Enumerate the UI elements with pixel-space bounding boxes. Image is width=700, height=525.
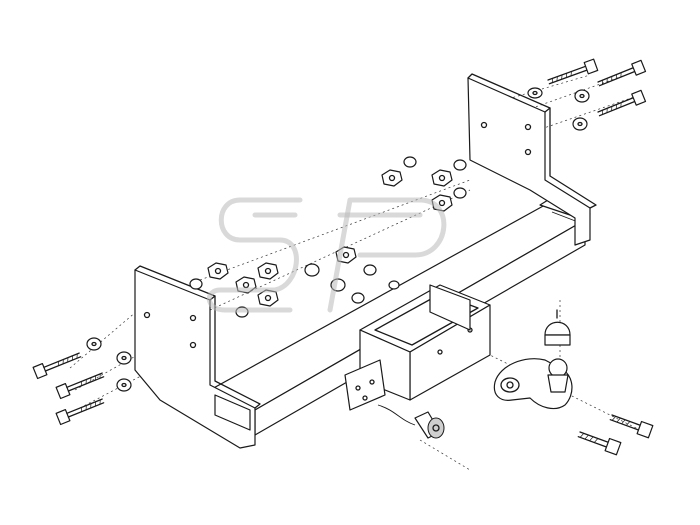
washer-icon: [86, 337, 102, 351]
electrical-socket-icon: [377, 404, 445, 439]
nut-icon: [431, 169, 453, 187]
washer-icon: [453, 187, 467, 199]
bolt-icon: [55, 372, 105, 400]
washer-icon: [116, 351, 132, 365]
bolt-icon: [55, 398, 105, 426]
bolt-icon: [577, 431, 622, 456]
lower-right-bolts: [577, 414, 654, 456]
washer-icon: [403, 156, 417, 168]
washer-icon: [304, 263, 320, 277]
bolt-icon: [609, 414, 654, 439]
washer-icon: [388, 280, 400, 290]
bolt-icon: [597, 89, 647, 117]
left-bolts: [32, 337, 132, 426]
nut-icon: [207, 262, 229, 280]
assembly-guide-lines: [69, 69, 641, 471]
tow-ball-icon: [493, 358, 573, 410]
nut-icon: [381, 169, 403, 187]
right-mounting-bracket: [467, 73, 597, 246]
bolt-icon: [597, 59, 647, 87]
nut-icon: [257, 262, 279, 280]
watermark-logo: [206, 197, 447, 313]
nut-icon: [257, 289, 279, 307]
washer-icon: [527, 87, 543, 99]
washer-icon: [189, 278, 203, 290]
washer-icon: [116, 378, 132, 392]
washer-icon: [453, 159, 467, 171]
bolt-icon: [547, 58, 599, 85]
right-bolts: [527, 58, 647, 131]
washer-icon: [572, 117, 588, 131]
left-mounting-bracket: [134, 265, 261, 449]
washer-icon: [363, 264, 377, 276]
bolt-icon: [32, 352, 82, 380]
washer-icon: [351, 292, 365, 304]
washer-icon: [574, 89, 590, 103]
socket-mounting-plate: [344, 359, 386, 411]
ball-cover-icon: [544, 309, 571, 346]
